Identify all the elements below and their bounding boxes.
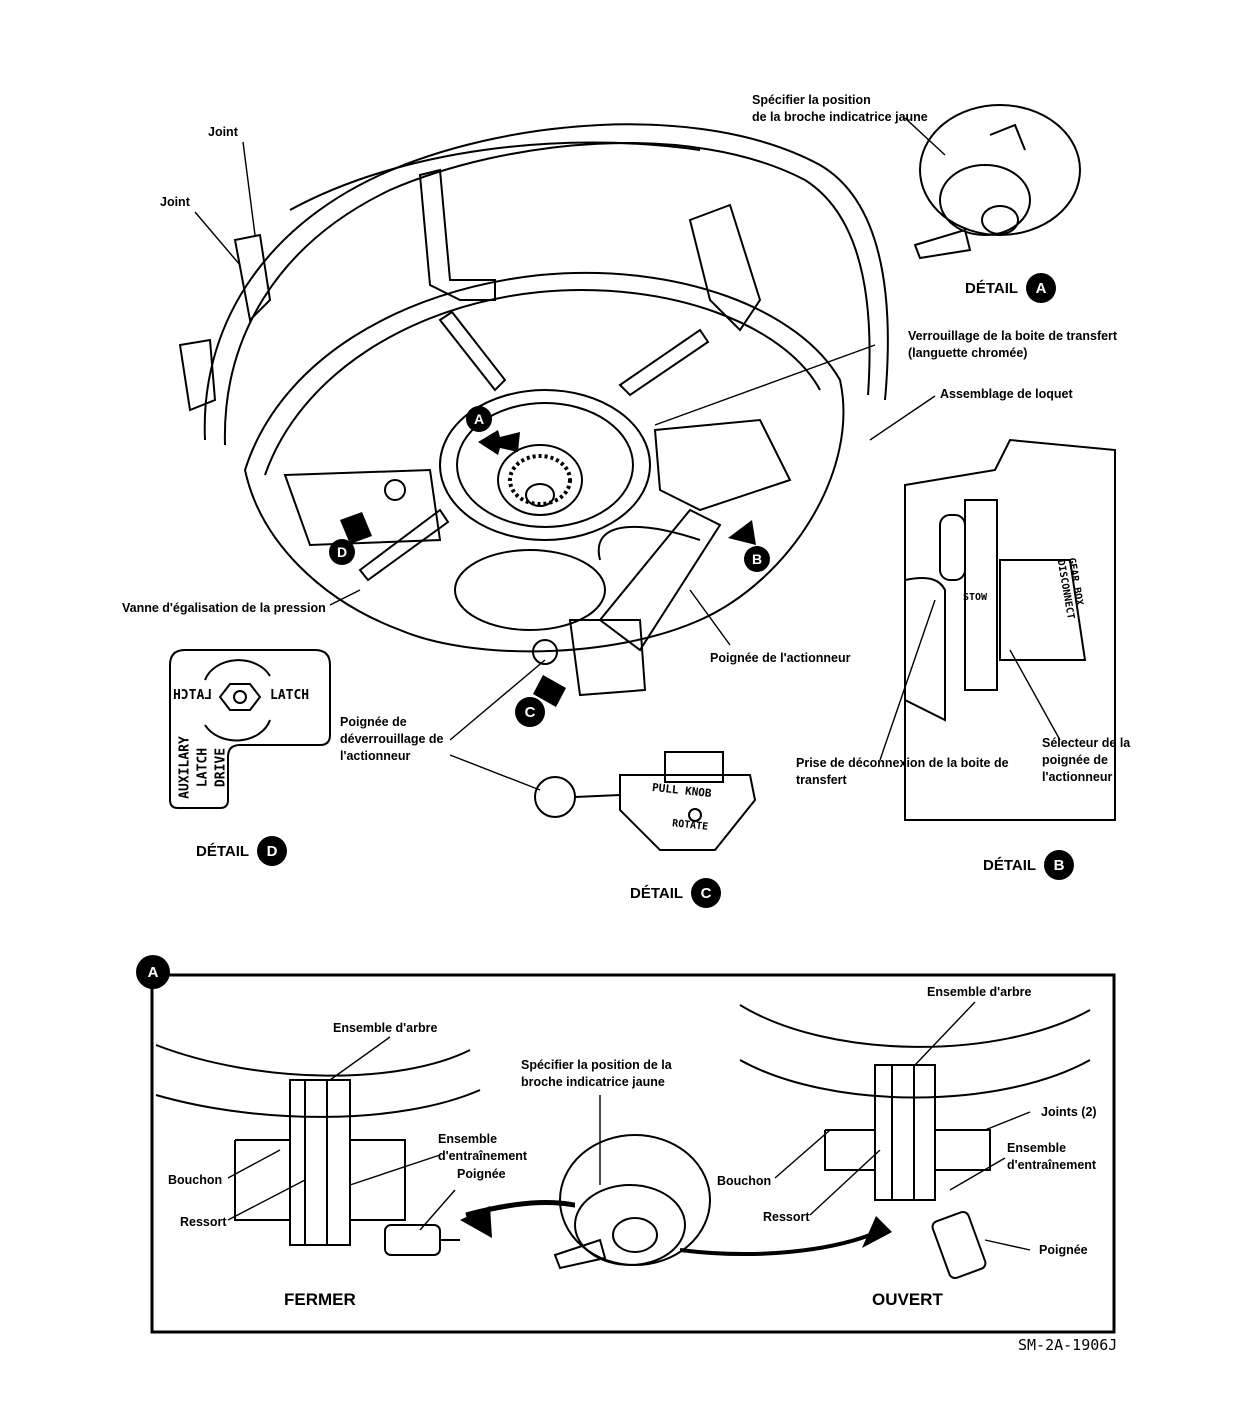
label-entrainement-left: Ensemble d'entraînement [438,1132,528,1163]
detail-d-illustration [169,649,331,809]
panel-a-leader-lines [227,1001,1031,1251]
label-poignee-left: Poignée [457,1167,506,1181]
label-pressure-valve: Vanne d'égalisation de la pression [122,601,326,615]
stencil-latch: LATCH [270,688,310,703]
callout-b: B [744,546,770,572]
hinge-brackets [178,168,762,412]
detail-a-heading: DÉTAIL A [965,273,1057,303]
detail-c-badge: C [691,878,722,908]
label-joint-top: Joint [208,125,238,139]
label-entrainement-right: Ensemble d'entraînement [1007,1141,1097,1172]
label-center-pin: Spécifier la position de la broche indic… [521,1058,672,1089]
stencil-drive: DRIVE [213,747,229,788]
state-fermer: FERMER [284,1290,356,1309]
direction-arrows [340,430,892,1248]
label-joint-left: Joint [160,195,190,209]
detail-a-illustration [913,104,1081,260]
stencil-stow: STOW [963,592,988,603]
detail-a-prefix: DÉTAIL [965,279,1019,297]
label-arbre-right: Ensemble d'arbre [927,985,1032,999]
detail-b-illustration [904,438,1116,821]
label-bouchon-left: Bouchon [168,1173,223,1187]
drawing-code: SM-2A-1906J [1018,1336,1118,1354]
label-arbre-left: Ensemble d'arbre [333,1021,438,1035]
hatch-inner-disk [243,271,845,653]
stencil-latch-mirrored: LATCH [173,688,213,703]
center-gear-hub [439,389,651,541]
detail-c-illustration [534,751,757,851]
detail-d-badge: D [257,836,288,866]
detail-c-prefix: DÉTAIL [630,884,684,902]
detail-d-prefix: DÉTAIL [196,842,250,860]
actuator-handle-assembly [532,418,792,697]
detail-b-badge: B [1044,850,1075,880]
hatch-outer-rim [203,123,889,446]
detail-b-heading: DÉTAIL B [983,850,1075,880]
label-transfer-disconnect: Prise de déconnexion de la boite de tran… [796,756,1009,787]
label-joints-right: Joints (2) [1041,1105,1097,1119]
label-ressort-left: Ressort [180,1215,227,1229]
stencil-auxilary: AUXILARY [177,736,193,799]
label-bouchon-right: Bouchon [717,1174,772,1188]
label-detail-a-pin: Spécifier la position de la broche indic… [752,93,928,124]
state-ouvert: OUVERT [872,1290,943,1309]
panel-a-frame [150,973,1116,1334]
detail-c-heading: DÉTAIL C [630,878,722,908]
pressure-valve-plate [283,468,442,547]
stencil-aux-latch: LATCH [195,747,211,788]
panel-a-open-section [739,1004,1091,1279]
panel-a-center-knob [553,1134,871,1270]
label-poignee-right: Poignée [1039,1243,1088,1257]
label-ressort-right: Ressort [763,1210,810,1224]
label-latch-assembly: Assemblage de loquet [940,387,1073,401]
leader-lines-main [194,117,1061,791]
label-actuator-release: Poignée de déverrouillage de l'actionneu… [340,715,444,763]
panel-a-badge: A [136,955,170,989]
detail-d-heading: DÉTAIL D [196,836,288,866]
label-transfer-lock: Verrouillage de la boite de transfert (l… [908,329,1118,360]
radial-slots [358,310,710,582]
detail-b-prefix: DÉTAIL [983,856,1037,874]
callout-a: A [466,406,492,432]
callout-d: D [329,539,355,565]
access-plate [454,549,606,631]
callout-c: C [515,697,545,727]
label-actuator-selector: Sélecteur de la poignée de l'actionneur [1042,736,1131,784]
label-actuator-handle: Poignée de l'actionneur [710,651,851,665]
detail-a-badge: A [1026,273,1057,303]
